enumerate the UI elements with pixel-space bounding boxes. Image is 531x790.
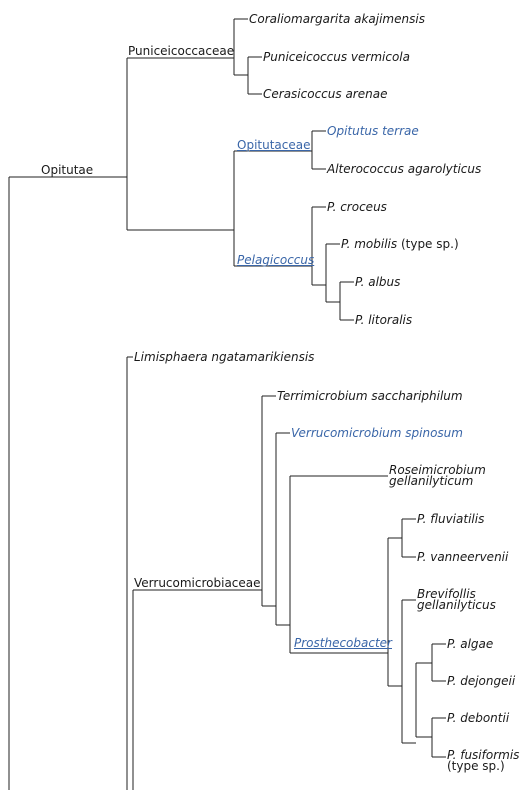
taxon-brevifollis-genus: Brevifollis [417,587,476,601]
taxon-p-croceus: P. croceus [327,200,387,214]
taxon-puniceicoccus: Puniceicoccus vermicola [263,50,410,64]
taxon-opitutus-terrae[interactable]: Opitutus terrae [327,124,419,138]
taxon-verrucomicrobium-spinosum[interactable]: Verrucomicrobium spinosum [291,426,463,440]
taxon-limisphaera: Limisphaera ngatamarikiensis [134,350,315,364]
clade-label-puniceicoccaceae: Puniceicoccaceae [128,44,235,58]
type-species-note: (type sp.) [400,237,459,251]
taxon-p-litoralis: P. litoralis [355,313,413,327]
taxon-p-dejongeii: P. dejongeii [447,674,516,688]
taxon-roseimicrobium-genus: Roseimicrobium [389,463,486,477]
type-species-note-fusiformis: (type sp.) [447,759,505,773]
taxon-p-mobilis: P. mobilis (type sp.) [341,238,459,251]
taxon-p-albus: P. albus [355,275,401,289]
taxon-terrimicrobium: Terrimicrobium sacchariphilum [277,389,463,403]
taxon-brevifollis-species: gellanilyticus [417,598,496,612]
taxon-p-algae: P. algae [447,637,494,651]
taxon-p-fusiformis: P. fusiformis [447,748,520,762]
taxon-cerasicoccus: Cerasicoccus arenae [263,87,388,101]
taxon-coraliomargarita: Coraliomargarita akajimensis [249,12,425,26]
clade-link-pelagicoccus[interactable]: Pelagicoccus [237,253,315,267]
taxon-p-debontii: P. debontii [447,711,510,725]
taxon-p-mobilis-name: P. mobilis [341,237,398,251]
taxon-p-fluviatilis: P. fluviatilis [417,512,485,526]
taxon-alterococcus: Alterococcus agarolyticus [327,162,482,176]
taxon-roseimicrobium-species: gellanilyticum [389,474,474,488]
clade-link-opitutaceae[interactable]: Opitutaceae [237,138,311,152]
clade-label-opitutae: Opitutae [41,163,94,177]
taxon-p-vanneervenii: P. vanneervenii [417,550,509,564]
clade-label-verrucomicrobiaceae: Verrucomicrobiaceae [134,576,261,590]
clade-link-prosthecobacter[interactable]: Prosthecobacter [294,636,392,650]
